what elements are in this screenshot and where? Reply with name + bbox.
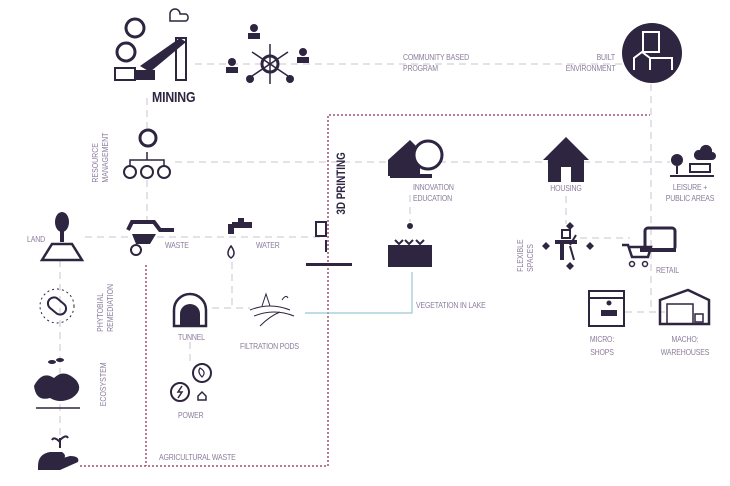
housing-label: HOUSING — [550, 183, 582, 193]
mining-label: MINING — [152, 89, 196, 106]
micro-shops-label: MICRO: SHOPS — [589, 334, 615, 357]
leisure-label: LEISURE + PUBLIC AREAS — [665, 182, 715, 203]
phytobial-remediation-icon — [39, 288, 75, 324]
vegetation-in-lake-icon — [388, 223, 432, 267]
innovation-education-label: INNOVATION EDUCATION — [413, 182, 454, 203]
retail-label: RETAIL — [656, 265, 679, 275]
water-label: WATER — [256, 240, 280, 250]
community-program-label: COMMUNITY BASED PROGRAM — [403, 52, 469, 73]
power-icon — [170, 363, 212, 402]
wheelbarrow-icon — [126, 220, 174, 256]
dotted-3d-loop — [80, 114, 650, 467]
mining-icon — [114, 8, 189, 81]
leisure-icon — [670, 144, 716, 177]
ecosystem-icon — [34, 358, 80, 409]
3d-printing-label: 3D PRINTING — [334, 152, 348, 215]
community-network-icon — [226, 24, 309, 84]
resource-management-icon — [123, 128, 171, 179]
tree-land-icon — [39, 212, 85, 262]
filtration-pods-icon — [249, 292, 295, 327]
resource-management-label: RESOURCE MANAGEMENT — [90, 132, 110, 183]
built-environment-label: BUILT ENVIRONMENT — [565, 52, 616, 73]
agricultural-waste-label: AGRICULTURAL WASTE — [159, 452, 236, 462]
power-label: POWER — [178, 410, 204, 420]
vegetation-label: VEGETATION IN LAKE — [416, 300, 486, 310]
micro-shops-icon — [588, 290, 625, 327]
seedling-hand-icon — [38, 435, 79, 470]
tunnel-label: TUNNEL — [178, 332, 205, 342]
filtration-pods-label: FILTRATION PODS — [240, 341, 299, 351]
warehouse-icon — [658, 288, 711, 326]
built-environment-icon — [622, 23, 682, 83]
macho-warehouses-label: MACHO: WAREHOUSES — [660, 334, 710, 357]
tunnel-icon — [172, 292, 208, 328]
housing-icon — [543, 137, 589, 182]
3d-printer-icon — [306, 221, 352, 266]
flexible-spaces-icon — [542, 222, 594, 270]
water-tap-icon — [227, 218, 252, 259]
innovation-education-icon — [388, 139, 444, 178]
land-label: LAND — [27, 234, 45, 244]
phytobial-remediation-label: PHYTOBIAL REMEDIATION — [95, 283, 115, 332]
flexible-spaces-label: FLEXIBLE SPACES — [515, 239, 535, 272]
waste-label: WASTE — [165, 240, 189, 250]
ecosystem-label: ECOSYSTEM — [98, 362, 108, 407]
retail-icon — [622, 226, 677, 268]
water-line — [305, 272, 413, 314]
